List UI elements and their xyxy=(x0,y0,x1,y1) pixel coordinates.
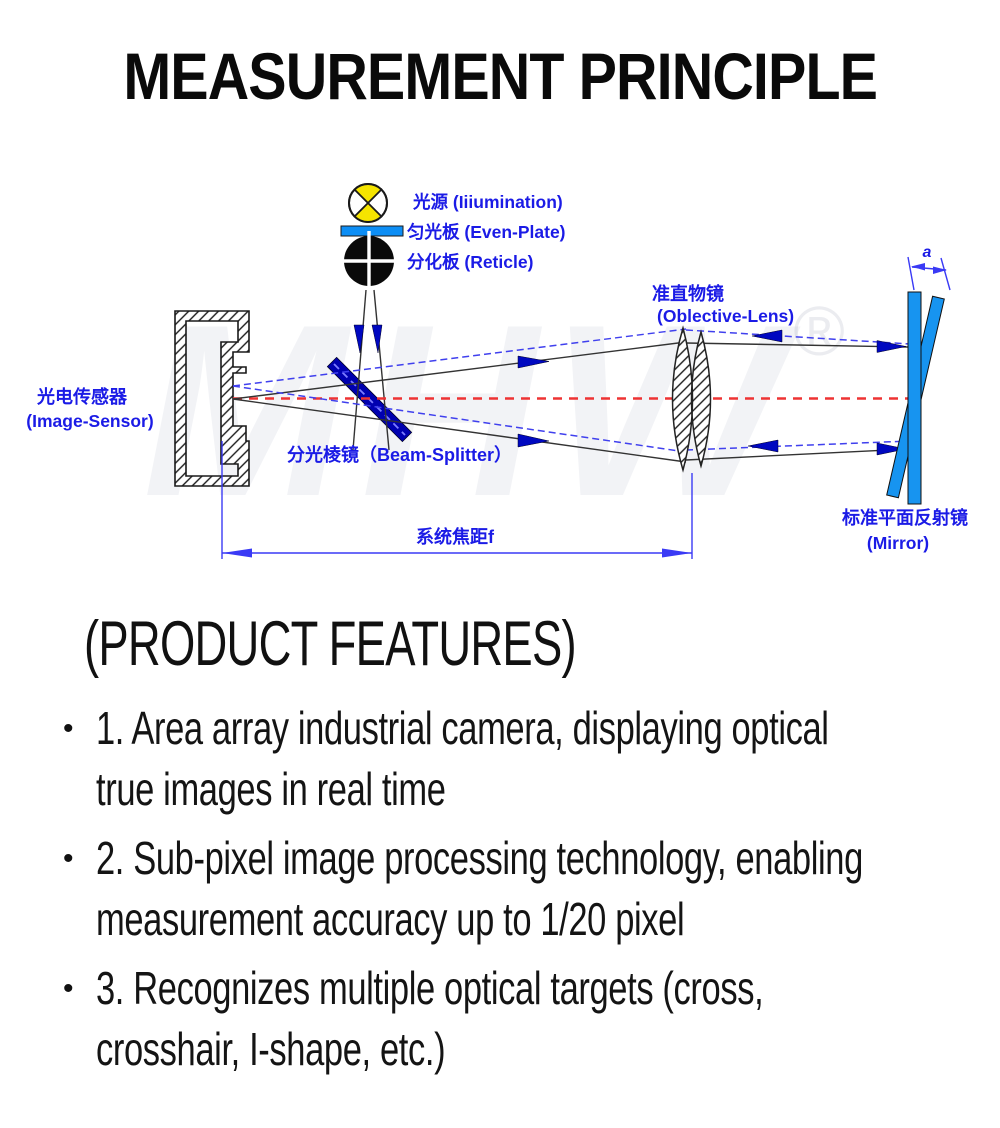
objective-lens-label-zh: 准直物镜 xyxy=(652,283,724,304)
mirror-label-zh: 标准平面反射镜 xyxy=(841,507,968,528)
illumination-rays xyxy=(352,289,390,451)
feature-1-line-2: true images in real time xyxy=(96,763,446,815)
feature-2-line-1: 2. Sub-pixel image processing technology… xyxy=(96,832,863,884)
illumination-label: 光源 (Iiiumination) xyxy=(412,192,563,212)
page-title-wrap: MEASUREMENT PRINCIPLE xyxy=(0,38,1000,114)
tilt-angle-dimension: a xyxy=(907,244,951,291)
optical-schematic: MHW ® xyxy=(26,183,968,559)
feature-2-line-2: measurement accuracy up to 1/20 pixel xyxy=(96,893,685,945)
beam-splitter-label: 分光棱镜（Beam-Splitter） xyxy=(287,444,512,465)
page-title: MEASUREMENT PRINCIPLE xyxy=(123,39,878,113)
image-sensor-label-zh: 光电传感器 xyxy=(36,386,128,407)
objective-lens-label-en: (Oblective-Lens) xyxy=(657,306,794,326)
list-item: • 3. Recognizes multiple optical targets… xyxy=(50,958,990,1080)
bullet-icon: • xyxy=(63,712,74,745)
even-plate-label: 匀光板 (Even-Plate) xyxy=(407,222,566,242)
bullet-icon: • xyxy=(63,972,74,1005)
tilt-angle-label: a xyxy=(923,244,932,261)
image-sensor-label-en: (Image-Sensor) xyxy=(26,411,153,431)
image-sensor-body xyxy=(174,310,250,487)
bullet-icon: • xyxy=(63,842,74,875)
feature-3-line-2: crosshair, I-shape, etc.) xyxy=(96,1023,446,1075)
reticle-icon xyxy=(338,231,399,293)
return-rays xyxy=(232,328,911,453)
list-item: • 1. Area array industrial camera, displ… xyxy=(50,698,990,820)
features-heading: (PRODUCT FEATURES) xyxy=(84,609,577,679)
ray-arrowheads xyxy=(517,329,907,456)
reticle-label: 分化板 (Reticle) xyxy=(407,252,533,272)
features-list: • 1. Area array industrial camera, displ… xyxy=(50,698,990,1088)
list-item: • 2. Sub-pixel image processing technolo… xyxy=(50,828,990,950)
mirror-label-en: (Mirror) xyxy=(867,533,929,553)
feature-1-line-1: 1. Area array industrial camera, display… xyxy=(96,702,829,754)
registered-mark-icon: ® xyxy=(792,292,858,370)
focal-length-dimension: 系统焦距f xyxy=(221,441,693,559)
light-source-icon xyxy=(348,183,388,223)
objective-lens-body xyxy=(671,325,712,473)
feature-3-line-1: 3. Recognizes multiple optical targets (… xyxy=(96,962,764,1014)
mirror-body xyxy=(886,291,945,505)
even-plate-icon xyxy=(340,225,404,237)
outgoing-rays xyxy=(232,341,909,463)
focal-length-label: 系统焦距f xyxy=(416,526,495,547)
